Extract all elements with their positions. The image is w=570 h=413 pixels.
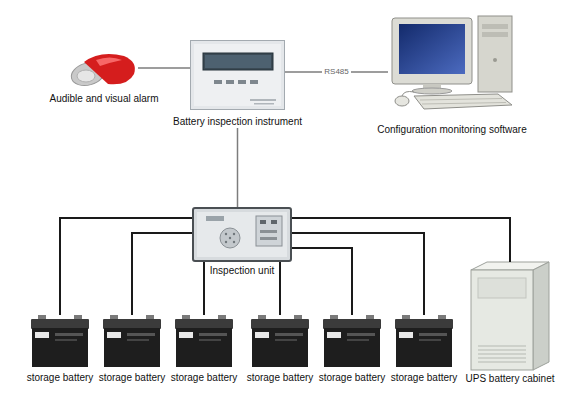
key-row (422, 103, 506, 105)
device-label: storage battery (171, 372, 238, 384)
cabinet-vent (478, 350, 526, 351)
drive-bay (482, 24, 508, 29)
grille-hole (229, 237, 231, 239)
grille-hole (233, 241, 235, 243)
alarm-illustration (69, 54, 135, 89)
storage-battery: storage battery (395, 315, 453, 367)
monitor-screen (399, 24, 465, 74)
unit-face (197, 212, 287, 257)
instrument-button (250, 80, 258, 84)
device-label: Inspection unit (210, 265, 275, 277)
inspection-unit-illustration (193, 208, 291, 261)
cabinet-wire (292, 218, 510, 262)
battery-illustration (31, 315, 89, 367)
cabinet-vent (478, 358, 526, 359)
cabinet-vent (478, 346, 526, 347)
cabinet-vent (478, 354, 526, 355)
device-label: storage battery (247, 372, 314, 384)
terminal-strip (260, 237, 277, 240)
edge-label-anchor: RS485 (322, 67, 350, 77)
cabinet-side (533, 262, 549, 370)
terminal (271, 220, 277, 224)
instrument-illustration (191, 41, 285, 110)
grille-hole (225, 241, 227, 243)
unit-display (206, 216, 224, 221)
ups-cabinet: UPS battery cabinet (471, 262, 549, 370)
battery-wire (292, 248, 352, 315)
terminal (260, 220, 266, 224)
cabinet-panel (478, 278, 526, 298)
grille-hole (225, 233, 227, 235)
lcd-frame (203, 53, 273, 70)
battery-illustration (175, 315, 233, 367)
instrument-button (238, 80, 246, 84)
device-label: storage battery (391, 372, 458, 384)
storage-battery: storage battery (175, 315, 233, 367)
storage-battery: storage battery (323, 315, 381, 367)
instrument-plate (254, 103, 274, 105)
inspection-unit: Inspection unit (192, 207, 292, 262)
computer-illustration (392, 16, 512, 109)
grille-hole (233, 233, 235, 235)
key-row (420, 99, 502, 101)
monitor-foot (412, 88, 452, 94)
instrument-plate (250, 99, 276, 101)
unit-case (193, 208, 291, 261)
pc-tower (478, 16, 512, 92)
mouse-cord (402, 92, 414, 97)
cabinet-front (471, 270, 533, 370)
storage-battery: storage battery (31, 315, 89, 367)
instrument-button (214, 80, 222, 84)
device-label: storage battery (27, 372, 94, 384)
bus-label: RS485 (322, 67, 350, 77)
alarm-device: Audible and visual alarm (70, 50, 138, 88)
speaker-grille (220, 228, 240, 248)
battery-illustration (323, 315, 381, 367)
ups-illustration (471, 262, 549, 370)
instrument-face (194, 44, 281, 106)
battery-illustration (251, 315, 309, 367)
monitor-case (392, 18, 472, 84)
instrument-button (226, 80, 234, 84)
battery-illustration (395, 315, 453, 367)
battery-wire (292, 233, 424, 315)
alarm-cap (77, 70, 95, 82)
alarm-highlight (96, 58, 122, 67)
terminal-block (256, 216, 282, 246)
device-label: Configuration monitoring software (377, 124, 527, 136)
cabinet-vent (478, 362, 526, 363)
device-label: storage battery (319, 372, 386, 384)
device-label: storage battery (99, 372, 166, 384)
storage-battery: storage battery (103, 315, 161, 367)
inspection-instrument: Battery inspection instrument (190, 40, 285, 128)
battery-wire (279, 262, 281, 315)
battery-wire (132, 233, 192, 315)
device-label: Battery inspection instrument (173, 116, 302, 128)
terminal-strip (260, 230, 277, 233)
device-label: Audible and visual alarm (50, 93, 159, 105)
alarm-wire (138, 67, 190, 69)
device-label: UPS battery cabinet (466, 373, 555, 385)
monitoring-computer: Configuration monitoring software (388, 14, 516, 110)
power-button (493, 58, 497, 62)
lcd-screen (205, 55, 271, 68)
mouse (395, 96, 409, 106)
battery-wire (60, 218, 192, 315)
bus-wire (237, 128, 239, 207)
keyboard (414, 94, 512, 109)
instrument-case (191, 41, 285, 110)
drive-bay (482, 32, 508, 37)
storage-battery: storage battery (251, 315, 309, 367)
battery-wire (203, 262, 205, 315)
battery-illustration (103, 315, 161, 367)
